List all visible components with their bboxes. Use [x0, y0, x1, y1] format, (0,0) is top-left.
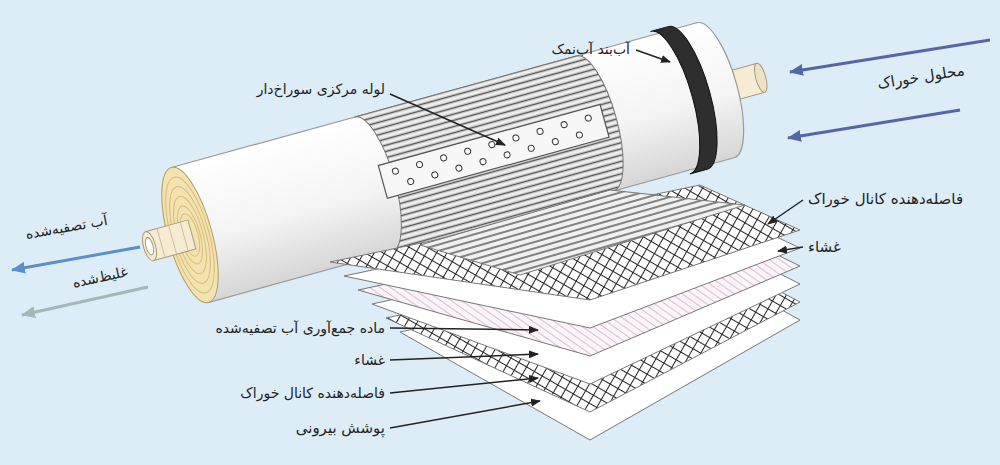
leader-line — [390, 94, 505, 145]
part-label: فاصله‌دهنده کانال خوراک — [240, 384, 385, 402]
part-label: آب‌بند آب‌نمک — [551, 40, 630, 58]
part-label: آب تصفیه‌شده — [24, 211, 109, 243]
part-label: پوشش بیرونی — [296, 419, 385, 437]
brine-seal — [650, 21, 729, 175]
leader-line — [390, 328, 538, 330]
part-label: محلول خوراک — [876, 61, 966, 93]
leader-line — [778, 247, 803, 251]
part-label: فاصله‌دهنده کانال خوراک — [808, 190, 963, 208]
part-label: لوله مرکزی سوراخ‌دار — [257, 80, 385, 98]
part-label: ماده جمع‌آوری آب تصفیه‌شده — [215, 319, 385, 337]
leader-line — [390, 401, 540, 428]
concentrate-arrow — [22, 287, 148, 315]
part-label: غشاء — [808, 238, 841, 256]
leader-line — [768, 200, 803, 224]
feed-spacer-sheet — [330, 185, 800, 300]
feed-arrow — [788, 110, 960, 138]
wound-band — [420, 190, 745, 275]
perforated-tube — [378, 104, 609, 198]
leader-line — [636, 50, 670, 62]
part-label: غلیظ‌شده — [71, 262, 129, 291]
leader-line — [390, 354, 538, 360]
leader-line — [390, 378, 538, 393]
part-label: غشاء — [354, 351, 385, 369]
